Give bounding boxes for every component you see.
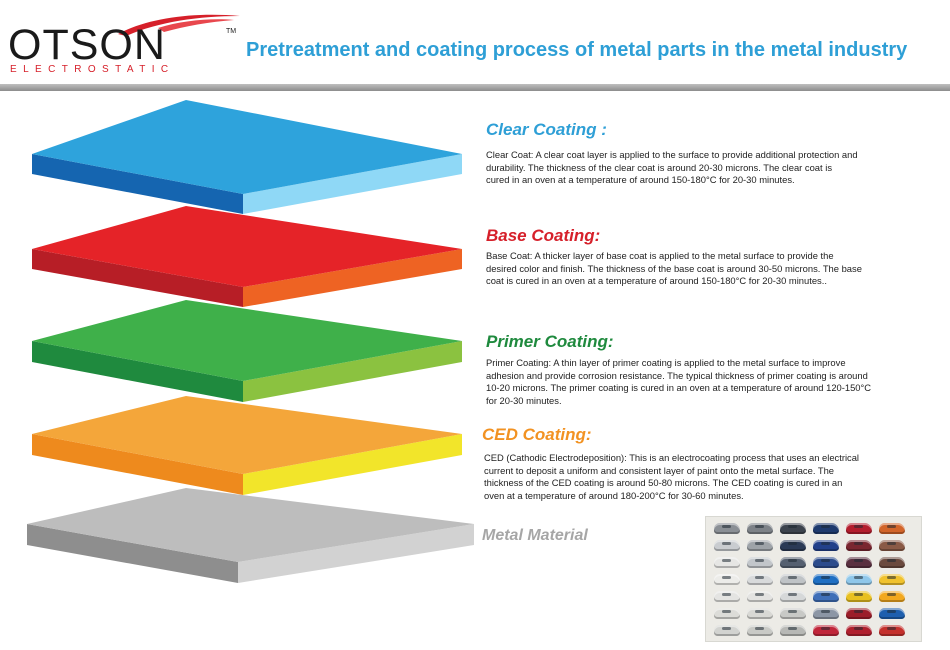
car-swatch-icon [714,591,740,602]
car-swatch-icon [846,574,872,585]
brand-tagline: ELECTROSTATIC [10,64,175,75]
base-right-face [243,249,462,307]
base-left-face [32,249,243,307]
car-swatch-icon [780,608,806,619]
car-swatch-icon [846,608,872,619]
car-swatch-icon [879,608,905,619]
car-swatch-icon [747,608,773,619]
clear-layer-slab [32,100,462,214]
metal-layer-slab [27,488,474,583]
car-swatch-icon [846,540,872,551]
metal-left-face [27,524,238,583]
primer-coating-description: Primer Coating: A thin layer of primer c… [486,357,872,406]
ced-coating-title: CED Coating: [482,425,592,444]
clear-coating-title: Clear Coating : [486,120,607,139]
ced-left-face [32,434,243,495]
clear-coating-description: Clear Coat: A clear coat layer is applie… [486,149,858,186]
header-divider [0,84,950,91]
metal-right-face [238,524,474,583]
car-swatch-icon [747,557,773,568]
clear-right-face [243,154,462,214]
car-swatch-icon [813,540,839,551]
car-swatch-icon [714,523,740,534]
base-coating-title: Base Coating: [486,226,601,245]
clear-left-face [32,154,243,214]
car-swatch-icon [879,591,905,602]
primer-layer-slab [32,300,462,402]
car-swatch-icon [846,591,872,602]
brand-logo: OTSON TM ELECTROSTATIC [8,10,240,76]
car-swatch-icon [879,523,905,534]
car-swatch-icon [879,540,905,551]
primer-coating-title: Primer Coating: [486,332,614,351]
logo-swoosh-icon [118,14,240,36]
car-swatch-icon [780,523,806,534]
car-swatch-icon [813,608,839,619]
metal-material-title: Metal Material [482,527,588,544]
page-title: Pretreatment and coating process of meta… [246,39,908,61]
car-swatch-icon [813,523,839,534]
car-swatch-icon [879,574,905,585]
car-swatch-icon [747,523,773,534]
car-swatch-icon [813,574,839,585]
car-swatch-icon [747,574,773,585]
car-swatch-icon [780,574,806,585]
car-swatch-icon [813,557,839,568]
primer-left-face [32,341,243,402]
car-swatch-icon [714,557,740,568]
car-swatch-icon [813,591,839,602]
car-swatch-icon [747,591,773,602]
car-swatch-icon [780,540,806,551]
brand-trademark: TM [226,28,237,35]
car-swatch-icon [747,625,773,636]
ced-coating-description: CED (Cathodic Electrodeposition): This i… [484,452,860,501]
car-swatch-icon [747,540,773,551]
car-swatch-icon [846,523,872,534]
primer-right-face [243,341,462,402]
base-top-face [32,206,462,287]
ced-layer-slab [32,396,462,495]
brand-name: OTSON [8,21,166,69]
car-swatch-icon [846,625,872,636]
base-coating-description: Base Coat: A thicker layer of base coat … [486,250,862,287]
car-color-swatch-panel [705,516,922,642]
car-swatch-icon [714,574,740,585]
ced-top-face [32,396,462,474]
car-swatch-icon [714,608,740,619]
clear-top-face [32,100,462,194]
ced-right-face [243,434,462,495]
car-swatch-icon [879,625,905,636]
car-swatch-icon [813,625,839,636]
car-swatch-icon [846,557,872,568]
header: OTSON TM ELECTROSTATIC Pretreatment and … [0,0,950,96]
car-swatch-icon [714,540,740,551]
base-layer-slab [32,206,462,307]
primer-top-face [32,300,462,381]
car-swatch-icon [780,591,806,602]
car-swatch-icon [780,625,806,636]
metal-top-face [27,488,474,562]
car-swatch-icon [714,625,740,636]
car-swatch-icon [780,557,806,568]
car-swatch-icon [879,557,905,568]
